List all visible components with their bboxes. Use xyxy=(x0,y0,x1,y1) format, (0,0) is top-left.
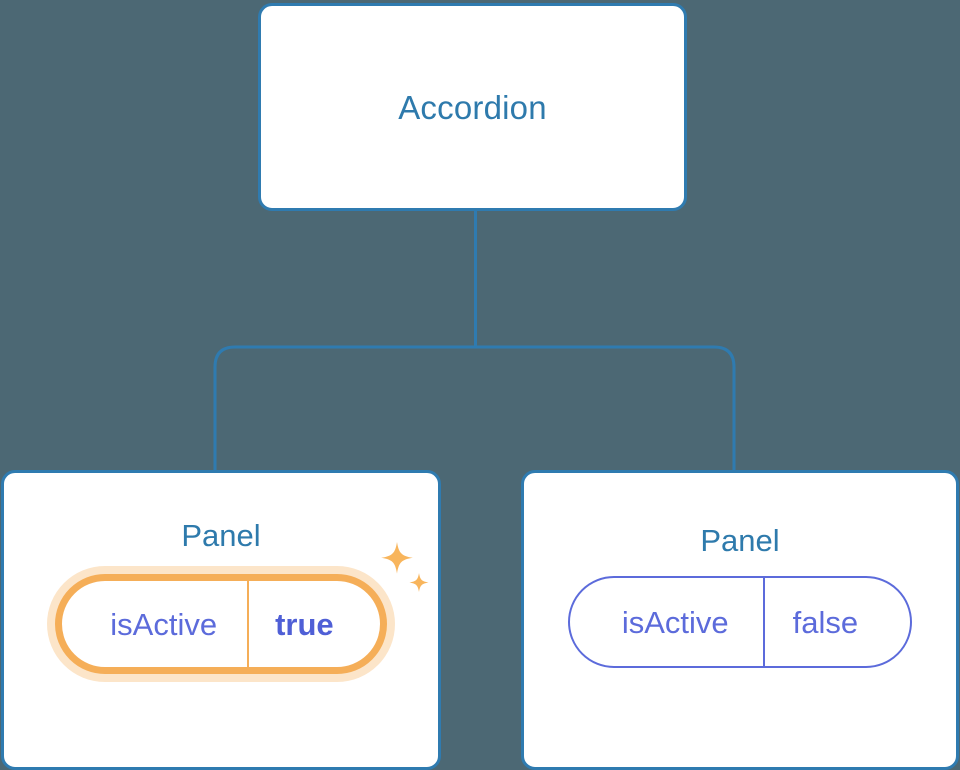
prop-pill-inactive-wrap: isActive false xyxy=(567,576,913,668)
connector-branch-left xyxy=(213,345,476,472)
prop-pill-isactive-true[interactable]: isActive true xyxy=(55,574,387,674)
prop-pill-active-wrap: isActive true xyxy=(55,542,429,674)
prop-value: true xyxy=(247,581,380,667)
connector-lines xyxy=(213,211,736,472)
prop-value: false xyxy=(762,578,910,666)
diagram-canvas: Accordion Panel isActive true Panel isAc… xyxy=(1,3,959,770)
node-panel-active-title: Panel xyxy=(181,518,261,553)
node-panel-inactive[interactable]: Panel isActive false xyxy=(521,470,959,770)
prop-pill-isactive-false[interactable]: isActive false xyxy=(567,576,913,668)
node-panel-active[interactable]: Panel isActive true xyxy=(1,470,441,770)
connector-branch-right xyxy=(475,345,736,472)
sparkles-icon xyxy=(380,542,429,592)
node-accordion-title: Accordion xyxy=(398,88,547,126)
prop-key: isActive xyxy=(621,604,729,640)
node-accordion[interactable]: Accordion xyxy=(258,3,687,211)
prop-key: isActive xyxy=(110,606,218,642)
node-panel-inactive-title: Panel xyxy=(700,523,780,558)
